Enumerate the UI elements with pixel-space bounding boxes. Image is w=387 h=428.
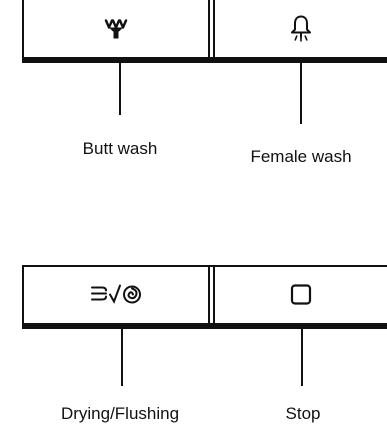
butt-wash-nozzle-icon [104,16,128,45]
drying-flushing-button[interactable] [22,267,210,327]
drying-flushing-icon [90,283,142,312]
stop-label: Stop [285,404,321,423]
female-wash-label: Female wash [250,147,352,166]
bottom-button-panel [22,265,387,329]
panel-edge-shadow [22,57,387,61]
butt-wash-leader-line [119,63,121,115]
butt-wash-label: Butt wash [82,139,158,158]
stop-leader-line [301,329,303,386]
female-wash-button[interactable] [213,0,387,61]
female-wash-leader-line [300,63,302,124]
top-button-panel [22,0,387,63]
butt-wash-button[interactable] [22,0,210,61]
drying-flushing-leader-line [121,329,123,386]
drying-flushing-label: Drying/Flushing [60,404,180,423]
stop-button[interactable] [213,267,387,327]
female-wash-nozzle-icon [290,14,312,47]
panel-edge-shadow [22,323,387,327]
stop-square-icon [290,284,312,311]
